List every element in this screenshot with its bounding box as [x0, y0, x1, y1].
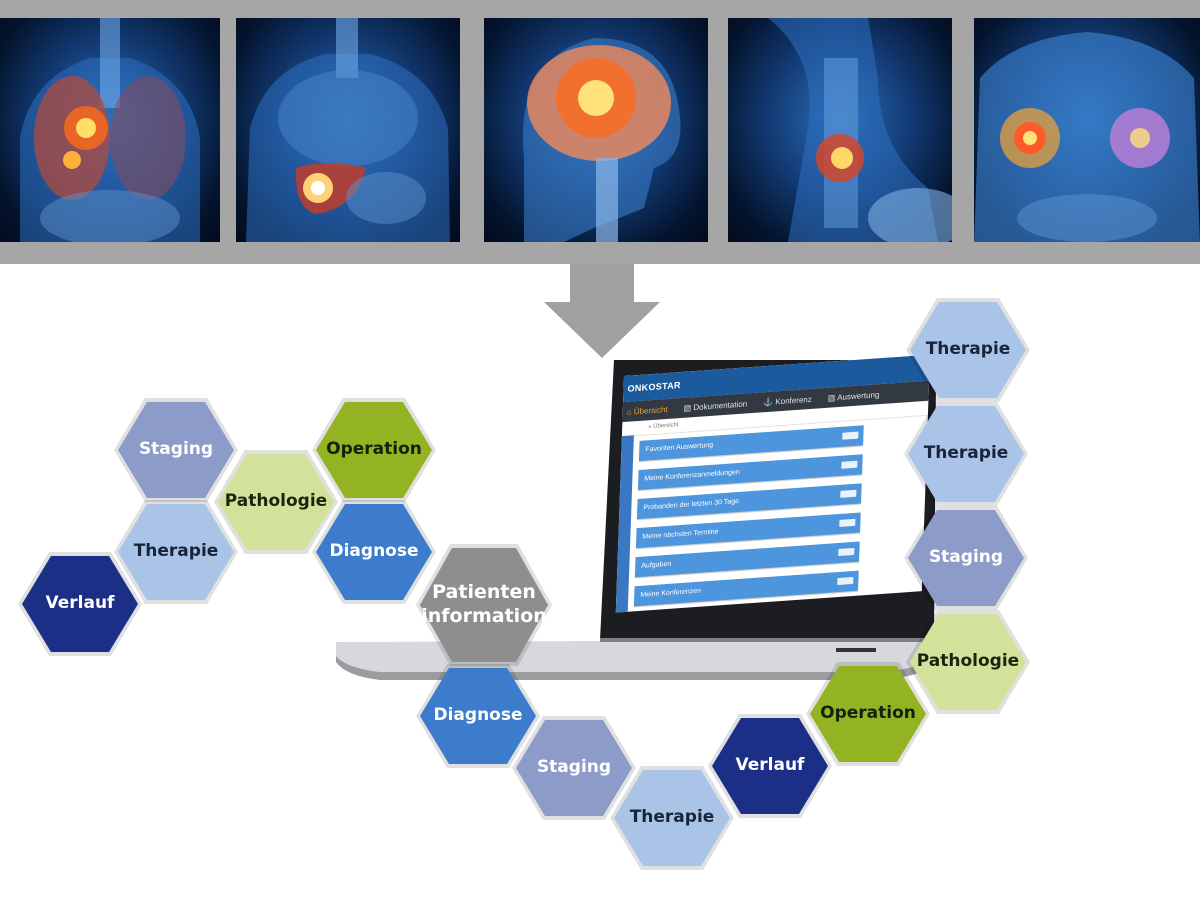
hex-node: Verlauf: [708, 714, 832, 818]
hex-node: Therapie: [906, 298, 1030, 402]
nav-tab-konferenz[interactable]: Konferenz: [775, 394, 813, 406]
liver-tumor-icon: [236, 18, 460, 242]
nav-tab-auswertung[interactable]: Auswertung: [837, 389, 880, 402]
widget-list: Favoriten Auswertung Meine Konferenzanme…: [633, 425, 864, 612]
brain-tumor-icon: [484, 18, 708, 242]
widget-controls-icon[interactable]: [840, 489, 857, 498]
chart-icon[interactable]: ▥ Auswertung: [827, 389, 880, 403]
conference-icon[interactable]: ⚓ Konferenz: [763, 394, 813, 407]
hex-node: Pathologie: [906, 610, 1030, 714]
widget-controls-icon[interactable]: [841, 460, 858, 469]
hex-node: Staging: [114, 398, 238, 502]
nav-tab-uebersicht[interactable]: Übersicht: [633, 404, 668, 416]
nav-tab-dokumentation[interactable]: Dokumentation: [693, 398, 748, 412]
widget-controls-icon[interactable]: [839, 518, 856, 527]
hex-node: Operation: [806, 662, 930, 766]
throat-tumor-icon: [728, 18, 952, 242]
down-arrow-icon: [544, 264, 660, 358]
hex-node: Therapie: [904, 402, 1028, 506]
widget-controls-icon[interactable]: [842, 431, 859, 440]
document-icon[interactable]: ▤ Dokumentation: [683, 398, 748, 413]
hex-node: Therapie: [610, 766, 734, 870]
laptop-screen: ONKOSTAR ⌂ Übersicht ▤ Dokumentation ⚓ K…: [615, 354, 930, 613]
home-icon[interactable]: ⌂ Übersicht: [626, 404, 668, 417]
widget-controls-icon[interactable]: [838, 547, 855, 557]
hex-node: Staging: [904, 506, 1028, 610]
widget-controls-icon[interactable]: [837, 576, 854, 586]
breast-tumor-icon: [974, 18, 1200, 242]
lung-tumor-icon: [0, 18, 220, 242]
hex-node: Staging: [512, 716, 636, 820]
